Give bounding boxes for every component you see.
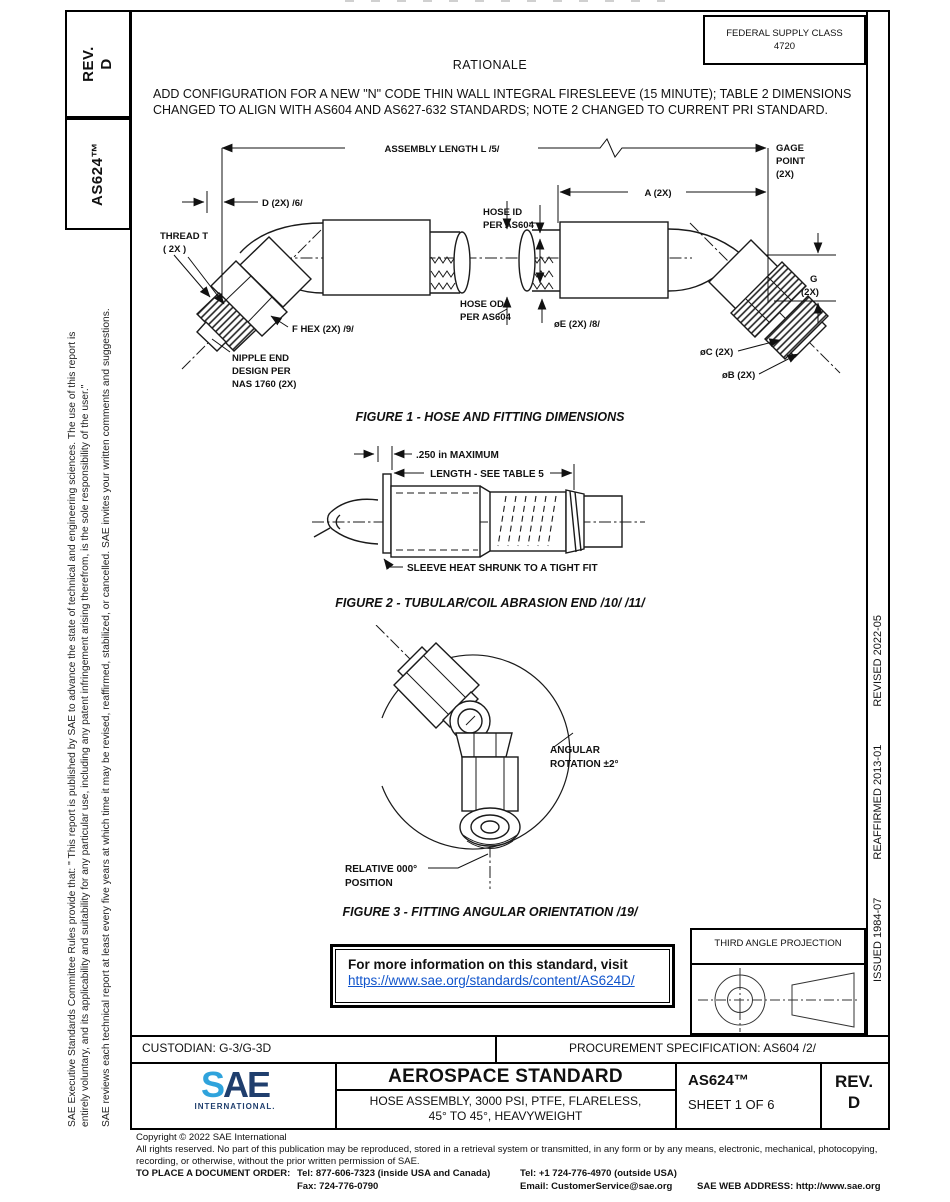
- sae-web-address: SAE WEB ADDRESS: http://www.sae.org: [697, 1181, 881, 1192]
- fig1-oe-dim-label: øE (2X) /8/: [554, 319, 600, 330]
- custodian-divider: [495, 1035, 497, 1064]
- standard-type-title: AEROSPACE STANDARD: [388, 1066, 623, 1087]
- fig1-d-dim-label: D (2X) /6/: [262, 198, 303, 209]
- sae-logo-letter-a: A: [223, 1064, 249, 1105]
- revision-history: ISSUED 1984-07 REAFFIRMED 2013-01 REVISE…: [872, 615, 884, 982]
- fig1-hose-id-label-1: HOSE ID: [483, 207, 522, 218]
- sae-logo: SAE INTERNATIONAL.: [150, 1067, 320, 1112]
- fig1-hose-od-label-2: PER AS604: [460, 312, 512, 323]
- fig1-g-dim-label-1: G: [810, 274, 817, 285]
- rev-box: REV.D: [65, 10, 131, 118]
- doc-number-footer: AS624™: [688, 1072, 749, 1089]
- fig1-thread-label-2: ( 2X ): [163, 244, 186, 255]
- fig1-nipple-label-1: NIPPLE END: [232, 353, 289, 364]
- rev-label: REV.D: [80, 46, 115, 82]
- fig2-sleeve-label: SLEEVE HEAT SHRUNK TO A TIGHT FIT: [407, 563, 598, 574]
- right-strip-line: [866, 12, 868, 1035]
- fig1-assembly-length-label: ASSEMBLY LENGTH L /5/: [385, 144, 500, 155]
- figure2-drawing: .250 in MAXIMUM LENGTH - SEE TABLE 5 SLE…: [312, 446, 645, 574]
- fig3-angular-label-2: ROTATION ±2°: [550, 759, 619, 770]
- fig1-ob-dim-label: øB (2X): [722, 370, 755, 381]
- third-angle-projection-title: THIRD ANGLE PROJECTION: [692, 930, 864, 965]
- fig2-length-dim-label: LENGTH - SEE TABLE 5: [430, 469, 544, 480]
- figure2-caption: FIGURE 2 - TUBULAR/COIL ABRASION END /10…: [335, 596, 645, 610]
- fig1-hose-id-label-2: PER AS604: [483, 220, 535, 231]
- fig1-a-dim-label: A (2X): [644, 188, 671, 199]
- titleblock-divider-1: [335, 1064, 337, 1128]
- titleblock-divider-2: [675, 1064, 677, 1128]
- fig1-g-dim-label-2: (2X): [801, 287, 819, 298]
- row-divider-top: [132, 1035, 888, 1037]
- sae-logo-subtext: INTERNATIONAL.: [194, 1102, 276, 1111]
- sae-logo-letter-s: S: [200, 1064, 225, 1105]
- fig1-nipple-label-2: DESIGN PER: [232, 366, 291, 377]
- more-info-box: For more information on this standard, v…: [330, 944, 675, 1008]
- copyright-line-1: Copyright © 2022 SAE International: [136, 1132, 287, 1143]
- issued-date: ISSUED 1984-07: [872, 897, 884, 982]
- procurement-spec-label: PROCUREMENT SPECIFICATION: AS604 /2/: [569, 1041, 816, 1055]
- fig3-angular-label-1: ANGULAR: [550, 745, 601, 756]
- federal-supply-class-code: 4720: [773, 41, 796, 52]
- federal-supply-class-box: FEDERAL SUPPLY CLASS 4720: [703, 15, 866, 65]
- third-angle-projection-symbol: [698, 968, 858, 1032]
- custodian-label: CUSTODIAN: G-3/G-3D: [142, 1041, 272, 1055]
- rationale-body: ADD CONFIGURATION FOR A NEW "N" CODE THI…: [153, 87, 852, 117]
- figure1-drawing: ASSEMBLY LENGTH L /5/ GAGE POINT (2X) D …: [160, 138, 841, 390]
- sidebar-disclaimer-1: SAE Executive Standards Committee Rules …: [67, 331, 91, 1127]
- federal-supply-class-label: FEDERAL SUPPLY CLASS: [726, 28, 843, 39]
- third-angle-projection-box: THIRD ANGLE PROJECTION: [690, 928, 866, 1035]
- sheet-number: SHEET 1 OF 6: [688, 1097, 775, 1112]
- order-tel-outside: Tel: +1 724-776-4970 (outside USA): [520, 1168, 677, 1179]
- rationale-heading: RATIONALE: [452, 58, 528, 72]
- fig1-hose-od-label-1: HOSE OD: [460, 299, 504, 310]
- top-clipped-text: [345, 0, 665, 2]
- copyright-line-2: All rights reserved. No part of this pub…: [136, 1144, 878, 1155]
- figure1-caption: FIGURE 1 - HOSE AND FITTING DIMENSIONS: [355, 410, 625, 424]
- standard-link[interactable]: https://www.sae.org/standards/content/AS…: [348, 973, 635, 988]
- fig1-gage-point-label-2: POINT: [776, 156, 805, 167]
- order-tel-inside: Tel: 877-606-7323 (inside USA and Canada…: [297, 1168, 491, 1179]
- order-fax: Fax: 724-776-0790: [297, 1181, 379, 1192]
- row-divider-bottom: [132, 1062, 888, 1064]
- doc-number-box: AS624™: [65, 118, 131, 230]
- order-email: Email: CustomerService@sae.org: [520, 1181, 673, 1192]
- titleblock-heading-underline: [337, 1089, 675, 1091]
- sae-logo-letter-e: E: [247, 1064, 271, 1105]
- fig1-oc-dim-label: øC (2X): [700, 347, 733, 358]
- titleblock-divider-3: [820, 1064, 822, 1128]
- revised-date: REVISED 2022-05: [872, 614, 884, 707]
- fig3-relative-label-1: RELATIVE 000°: [345, 864, 417, 875]
- copyright-line-3: recording, or otherwise, without the pri…: [136, 1156, 420, 1167]
- fig1-gage-point-label-1: GAGE: [776, 143, 804, 154]
- fig2-max-dim-label: .250 in MAXIMUM: [416, 450, 499, 461]
- fig3-relative-label-2: POSITION: [345, 878, 393, 889]
- reaffirmed-date: REAFFIRMED 2013-01: [872, 744, 884, 860]
- figure3-drawing: ANGULAR ROTATION ±2° RELATIVE 000° POSIT…: [345, 625, 619, 889]
- rev-footer: REV. D: [834, 1072, 874, 1112]
- fig1-thread-label-1: THREAD T: [160, 231, 208, 242]
- order-label: TO PLACE A DOCUMENT ORDER:: [136, 1168, 291, 1179]
- fig1-gage-point-label-3: (2X): [776, 169, 794, 180]
- fig1-nipple-label-3: NAS 1760 (2X): [232, 379, 296, 390]
- sidebar-disclaimer-2: SAE reviews each technical report at lea…: [101, 308, 112, 1127]
- more-info-text: For more information on this standard, v…: [348, 957, 628, 972]
- standard-subtitle: HOSE ASSEMBLY, 3000 PSI, PTFE, FLARELESS…: [369, 1094, 642, 1123]
- fig1-f-hex-label: F HEX (2X) /9/: [292, 324, 354, 335]
- main-frame: [130, 10, 890, 1130]
- figure3-caption: FIGURE 3 - FITTING ANGULAR ORIENTATION /…: [342, 905, 638, 919]
- doc-number-label: AS624™: [89, 142, 106, 206]
